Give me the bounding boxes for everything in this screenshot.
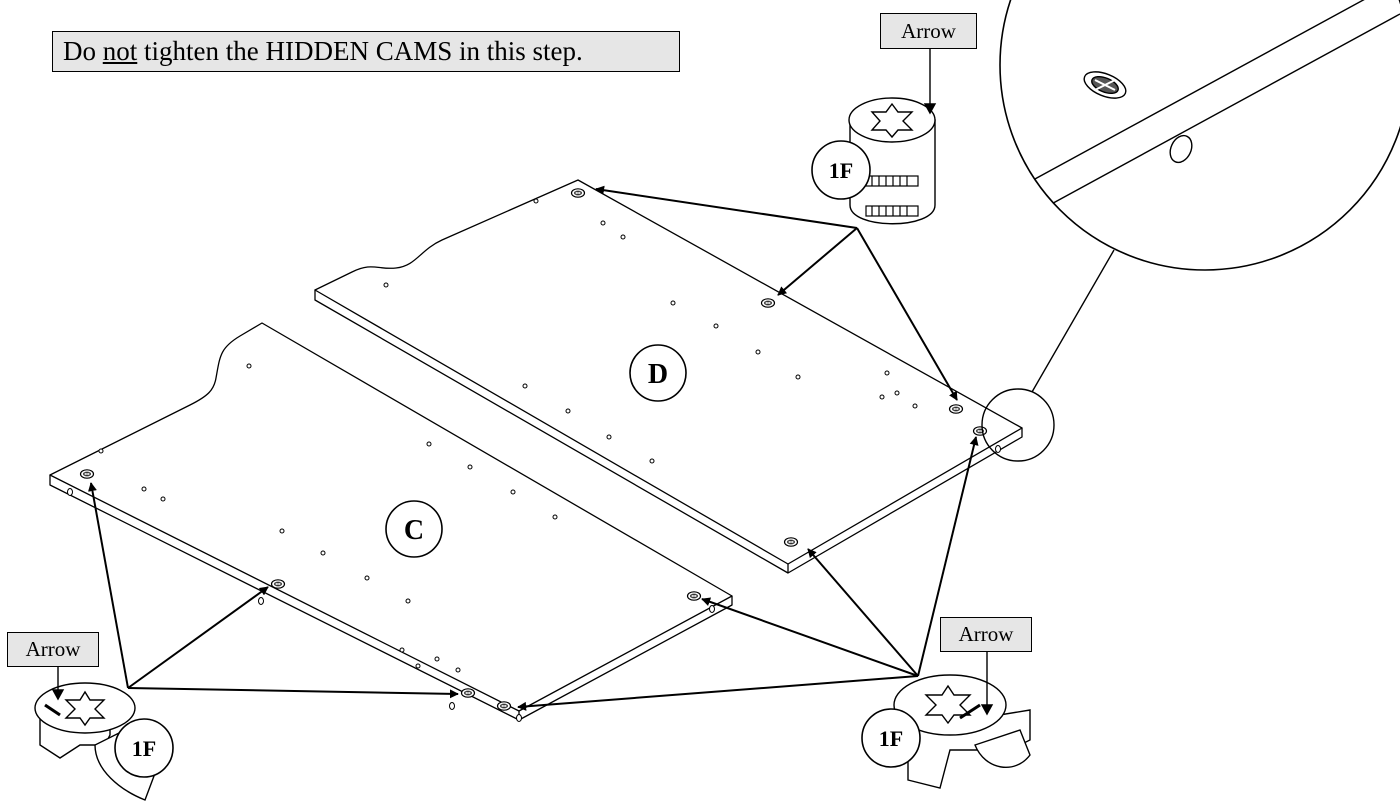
arrow-c-middle [127, 586, 269, 689]
panel-c-holes [98, 363, 558, 673]
panel-d-letter: D [648, 359, 668, 390]
instruction-suffix: tighten the HIDDEN CAMS in this step. [137, 36, 583, 66]
panel-c-label: C [385, 500, 443, 558]
arrow-c-left [88, 482, 129, 689]
panel-d-holes [383, 198, 918, 464]
panel-d-edge-holes [995, 445, 1001, 453]
cam-part-right [893, 652, 1031, 789]
detail-magnifier [981, 0, 1400, 462]
instruction-note: Do not tighten the HIDDEN CAMS in this s… [52, 31, 680, 72]
arrow-c-right [701, 597, 919, 677]
arrow-c-bottom [127, 687, 459, 699]
panel-c-edge-holes [67, 488, 715, 722]
arrow-d-front [807, 548, 919, 677]
arrow-tag-top: Arrow [880, 13, 977, 49]
leader-arrows [88, 185, 979, 711]
cam-label-left-text: 1F [132, 736, 156, 761]
cam-label-right: 1F [861, 708, 921, 768]
instruction-emphasis: not [102, 36, 138, 66]
cam-label-left: 1F [114, 718, 174, 778]
cam-part-top [848, 49, 937, 225]
arrow-tag-left: Arrow [7, 632, 99, 667]
arrow-tag-right: Arrow [940, 617, 1032, 652]
instruction-prefix: Do [63, 36, 103, 66]
arrow-d-right [856, 227, 958, 401]
arrow-d-top-left [595, 185, 858, 229]
cam-label-right-text: 1F [879, 726, 903, 751]
panel-c-letter: C [404, 515, 424, 546]
arrow-d-middle [777, 227, 858, 296]
cam-label-top: 1F [811, 140, 871, 200]
arrow-d-corner [917, 436, 979, 677]
panel-d-label: D [629, 344, 687, 402]
cam-label-top-text: 1F [829, 158, 853, 183]
arrow-c-front [517, 675, 919, 711]
